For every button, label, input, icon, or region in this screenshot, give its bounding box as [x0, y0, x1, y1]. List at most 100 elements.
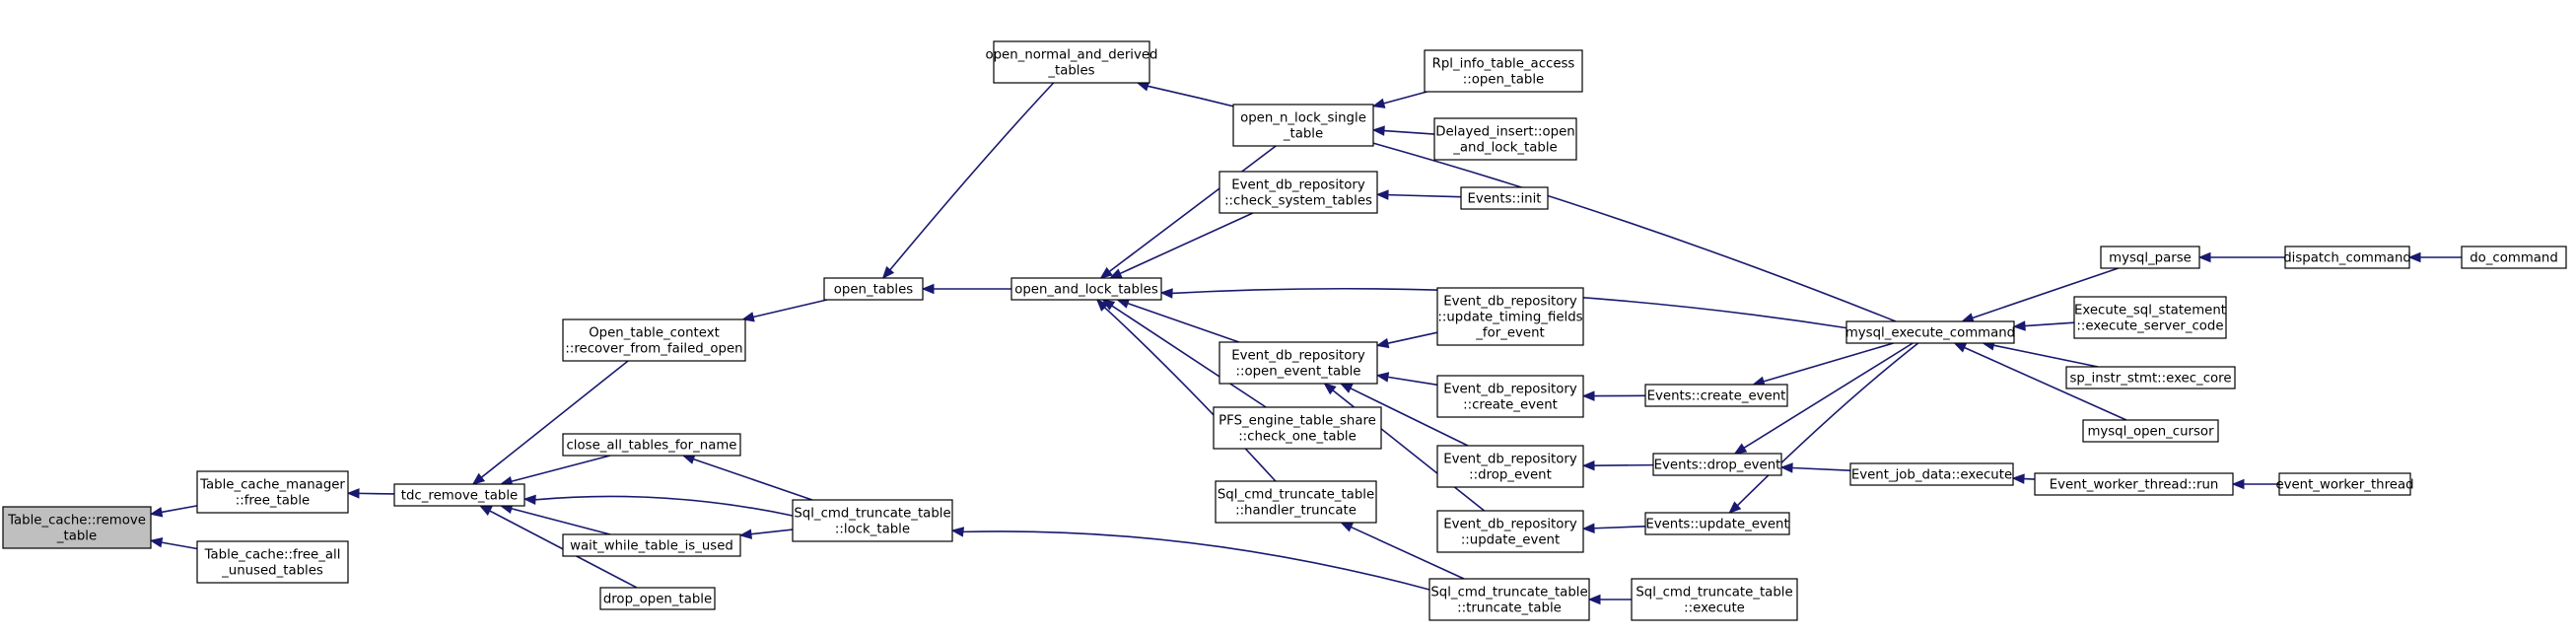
edge-arrowhead: [1101, 268, 1112, 278]
node-label-line: Event_db_repository: [1443, 294, 1577, 309]
edge-arrowhead: [151, 508, 163, 517]
edge-n20-to-n14: [1388, 195, 1461, 197]
node-label-line: Sql_cmd_truncate_table: [1430, 585, 1587, 600]
node-sql-cmd-truncate-table-execute[interactable]: Sql_cmd_truncate_table::execute: [1632, 579, 1797, 620]
node-label-line: Sql_cmd_truncate_table: [1636, 585, 1792, 600]
node-events-drop-event[interactable]: Events::drop_event: [1653, 454, 1781, 475]
node-mysql-open-cursor[interactable]: mysql_open_cursor: [2083, 420, 2218, 442]
edge-arrowhead: [2199, 253, 2210, 262]
node-open-and-lock-tables[interactable]: open_and_lock_tables: [1011, 278, 1161, 300]
node-label-line: sp_instr_stmt::exec_core: [2069, 371, 2231, 386]
node-event-db-repository-update-timing-fields-for-event[interactable]: Event_db_repository::update_timing_field…: [1437, 288, 1583, 345]
node-label-line: open_tables: [834, 282, 914, 297]
node-label-line: Event_db_repository: [1443, 382, 1577, 396]
node-events-init[interactable]: Events::init: [1461, 187, 1548, 209]
node-event-worker-thread-run[interactable]: Event_worker_thread::run: [2035, 473, 2233, 495]
edge-arrowhead: [480, 506, 492, 515]
edge-arrowhead: [2233, 480, 2244, 489]
edge-n11-to-n10: [890, 83, 1054, 270]
node-do-command[interactable]: do_command: [2462, 247, 2566, 268]
node-event-db-repository-open-event-table[interactable]: Event_db_repository::open_event_table: [1219, 342, 1377, 384]
node-mysql-execute-command[interactable]: mysql_execute_command: [1845, 321, 2015, 343]
edge-arrowhead: [1589, 596, 1600, 604]
edge-arrowhead: [1583, 524, 1594, 532]
node-rpl-info-table-access-open-table[interactable]: Rpl_info_table_access::open_table: [1425, 50, 1582, 92]
node-label-line: Table_cache::remove: [7, 513, 146, 528]
node-drop-open-table[interactable]: drop_open_table: [600, 588, 715, 609]
edge-n19-to-n13: [1384, 131, 1434, 134]
node-open-tables[interactable]: open_tables: [824, 278, 923, 300]
node-label-line: _for_event: [1475, 325, 1544, 340]
node-event-job-data-execute[interactable]: Event_job_data::execute: [1850, 463, 2013, 485]
node-open-n-lock-single-table[interactable]: open_n_lock_single_table: [1233, 105, 1373, 146]
edge-arrowhead: [2014, 321, 2025, 330]
node-delayed-insert-open-and-lock-table[interactable]: Delayed_insert::open_and_lock_table: [1434, 118, 1576, 160]
node-event-db-repository-create-event[interactable]: Event_db_repository::create_event: [1437, 376, 1583, 417]
edge-arrowhead: [952, 528, 963, 536]
node-label-line: Events::drop_event: [1654, 458, 1781, 472]
node-label-line: open_n_lock_single: [1240, 110, 1366, 125]
node-dispatch-command[interactable]: dispatch_command: [2283, 247, 2411, 268]
edge-arrowhead: [1583, 391, 1594, 400]
edge-n22-to-n15: [1388, 377, 1437, 385]
node-label-line: ::update_timing_fields: [1437, 310, 1582, 324]
node-event-db-repository-check-system-tables[interactable]: Event_db_repository::check_system_tables: [1219, 172, 1377, 213]
edge-arrowhead: [524, 495, 535, 504]
node-open-normal-and-derived-tables[interactable]: open_normal_and_derived_tables: [985, 41, 1157, 83]
node-execute-sql-statement-execute-server-code[interactable]: Execute_sql_statement::execute_server_co…: [2074, 297, 2226, 338]
node-label-line: tdc_remove_table: [401, 488, 518, 503]
edge-arrowhead: [1324, 384, 1335, 393]
edge-n14-to-n12: [1120, 213, 1253, 273]
nodes-layer: Table_cache::remove_tableTable_cache_man…: [3, 41, 2566, 620]
node-sql-cmd-truncate-table-truncate-table[interactable]: Sql_cmd_truncate_table::truncate_table: [1429, 579, 1589, 620]
node-events-create-event[interactable]: Events::create_event: [1645, 385, 1787, 406]
edge-arrowhead: [1373, 100, 1385, 108]
node-close-all-tables-for-name[interactable]: close_all_tables_for_name: [563, 434, 740, 456]
node-label-line: _table: [1283, 126, 1323, 141]
node-label-line: ::truncate_table: [1457, 600, 1562, 615]
node-sql-cmd-truncate-table-handler-truncate[interactable]: Sql_cmd_truncate_table::handler_truncate: [1216, 481, 1376, 523]
node-wait-while-table-is-used[interactable]: wait_while_table_is_used: [563, 534, 740, 556]
edge-n9-to-n4: [535, 496, 793, 516]
edge-arrowhead: [1373, 126, 1384, 135]
edge-n27-to-n23: [1594, 465, 1653, 466]
edge-arrowhead: [1118, 299, 1130, 307]
node-label-line: Event_db_repository: [1231, 177, 1365, 192]
node-table-cache-free-all-unused-tables[interactable]: Table_cache::free_all_unused_tables: [197, 541, 348, 583]
node-label-line: close_all_tables_for_name: [567, 438, 737, 453]
node-label-line: Sql_cmd_truncate_table: [1218, 487, 1374, 502]
node-table-cache-manager-free-table[interactable]: Table_cache_manager::free_table: [197, 471, 348, 513]
node-table-cache-remove-table[interactable]: Table_cache::remove_table: [3, 507, 151, 548]
node-tdc-remove-table[interactable]: tdc_remove_table: [394, 484, 524, 506]
node-event-db-repository-update-event[interactable]: Event_db_repository::update_event: [1437, 511, 1583, 552]
node-event-db-repository-drop-event[interactable]: Event_db_repository::drop_event: [1437, 446, 1583, 487]
edge-arrowhead: [1377, 373, 1389, 382]
node-label-line: ::check_one_table: [1238, 429, 1357, 444]
edge-n3-to-n1: [162, 542, 197, 548]
node-label-line: ::create_event: [1463, 397, 1558, 412]
node-open-table-context-recover-from-failed-open[interactable]: Open_table_context::recover_from_failed_…: [563, 319, 745, 361]
node-label-line: Event_job_data::execute: [1851, 467, 2012, 482]
node-label-line: Events::create_event: [1647, 388, 1786, 403]
node-label-line: ::update_event: [1461, 532, 1560, 547]
edge-n9-to-n6: [693, 459, 812, 500]
node-label-line: Event_worker_thread::run: [2050, 477, 2219, 492]
node-sp-instr-stmt-exec-core[interactable]: sp_instr_stmt::exec_core: [2066, 367, 2235, 388]
node-sql-cmd-truncate-table-lock-table[interactable]: Sql_cmd_truncate_table::lock_table: [793, 500, 952, 541]
node-label-line: Table_cache::free_all: [204, 547, 341, 562]
node-label-line: Events::init: [1467, 191, 1541, 206]
edge-n2-to-n1: [162, 506, 197, 513]
edge-arrowhead: [1341, 384, 1353, 392]
node-label-line: mysql_open_cursor: [2087, 424, 2214, 439]
node-pfs-engine-table-share-check-one-table[interactable]: PFS_engine_table_share::check_one_table: [1214, 407, 1381, 449]
node-events-update-event[interactable]: Events::update_event: [1645, 513, 1789, 534]
edge-n4-to-n2: [359, 493, 394, 494]
node-label-line: ::check_system_tables: [1224, 193, 1372, 208]
edge-n10-to-n5: [753, 300, 827, 317]
edge-arrowhead: [923, 285, 934, 294]
node-mysql-parse[interactable]: mysql_parse: [2101, 247, 2199, 268]
node-event-worker-thread[interactable]: event_worker_thread: [2275, 473, 2413, 495]
node-label-line: open_normal_and_derived: [985, 47, 1157, 62]
